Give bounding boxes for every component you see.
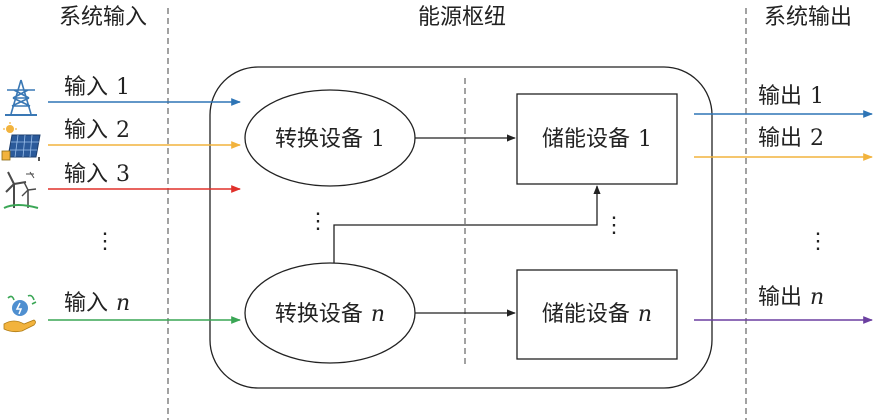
- arrow-convertern-to-storage1: [333, 185, 601, 263]
- section-header-output: 系统输出: [764, 5, 852, 30]
- power-tower-icon: [5, 79, 37, 116]
- input-ellipsis: ⋮: [94, 229, 116, 254]
- storage-ellipsis: ⋮: [603, 213, 625, 238]
- wind-turbine-icon: [3, 171, 39, 209]
- storage-n: [516, 269, 678, 360]
- converter-ellipsis: ⋮: [307, 209, 329, 234]
- output-ellipsis: ⋮: [807, 229, 829, 254]
- section-header-input: 系统输入: [59, 5, 147, 30]
- energy-hub-box: [209, 66, 713, 389]
- storage-1: [516, 93, 678, 185]
- solar-panel-icon: [1, 122, 41, 161]
- section-header-hub: 能源枢纽: [418, 5, 506, 30]
- hand-energy-icon: [3, 294, 37, 333]
